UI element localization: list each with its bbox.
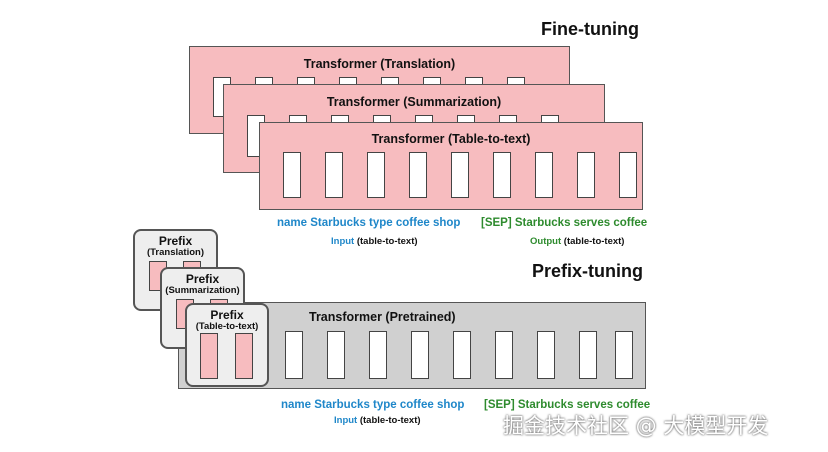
prefix-table-to-text-card: Prefix (Table-to-text) xyxy=(185,303,269,387)
panel-label: Transformer (Translation) xyxy=(303,57,456,71)
token-slot xyxy=(495,331,513,379)
token-slot xyxy=(577,152,595,198)
token-slot xyxy=(537,331,555,379)
token-slot xyxy=(535,152,553,198)
input-keyword: Input xyxy=(334,415,358,426)
panel-label: Transformer (Summarization) xyxy=(326,95,502,109)
token-slot xyxy=(615,331,633,379)
token-slot xyxy=(327,331,345,379)
token-slot xyxy=(453,331,471,379)
token-slot xyxy=(283,152,301,198)
prefix-tuning-output-tokens: [SEP] Starbucks serves coffee xyxy=(484,399,651,411)
output-keyword: Output xyxy=(530,236,562,247)
prefix-title: Prefix xyxy=(158,234,193,248)
token-slot xyxy=(493,152,511,198)
prefix-subtitle: (Summarization) xyxy=(165,285,240,296)
fine-tuning-input-tokens: name Starbucks type coffee shop xyxy=(277,217,461,229)
token-slot xyxy=(369,331,387,379)
output-caption-rest: (table-to-text) xyxy=(561,236,625,247)
input-keyword: Input xyxy=(331,236,355,247)
transformer-table-to-text-panel: Transformer (Table-to-text) xyxy=(259,122,643,210)
token-slot xyxy=(325,152,343,198)
token-slot xyxy=(451,152,469,198)
token-slot xyxy=(579,331,597,379)
watermark-text: 掘金技术社区 @ 大模型开发 xyxy=(503,414,769,438)
token-slot xyxy=(411,331,429,379)
panel-label: Transformer (Pretrained) xyxy=(309,310,456,324)
token-slot xyxy=(285,331,303,379)
fine-tuning-title: Fine-tuning xyxy=(541,19,639,39)
prefix-slot xyxy=(235,333,253,379)
token-slot xyxy=(619,152,637,198)
prefix-tuning-input-tokens: name Starbucks type coffee shop xyxy=(281,399,465,411)
token-slot xyxy=(367,152,385,198)
input-caption-rest: (table-to-text) xyxy=(354,236,418,247)
prefix-tuning-input-caption: Input (table-to-text) xyxy=(334,415,421,426)
panel-label: Transformer (Table-to-text) xyxy=(371,132,531,146)
prefix-slot xyxy=(200,333,218,379)
prefix-title: Prefix xyxy=(185,272,220,286)
token-slot xyxy=(409,152,427,198)
prefix-title: Prefix xyxy=(210,308,244,322)
prefix-subtitle: (Translation) xyxy=(146,247,204,258)
fine-tuning-output-caption: Output (table-to-text) xyxy=(530,236,624,247)
fine-tuning-input-caption: Input (table-to-text) xyxy=(331,236,418,247)
fine-tuning-output-tokens: [SEP] Starbucks serves coffee xyxy=(481,217,648,229)
prefix-tuning-title: Prefix-tuning xyxy=(532,261,643,281)
input-caption-rest: (table-to-text) xyxy=(357,415,421,426)
prefix-subtitle: (Table-to-text) xyxy=(195,321,259,332)
